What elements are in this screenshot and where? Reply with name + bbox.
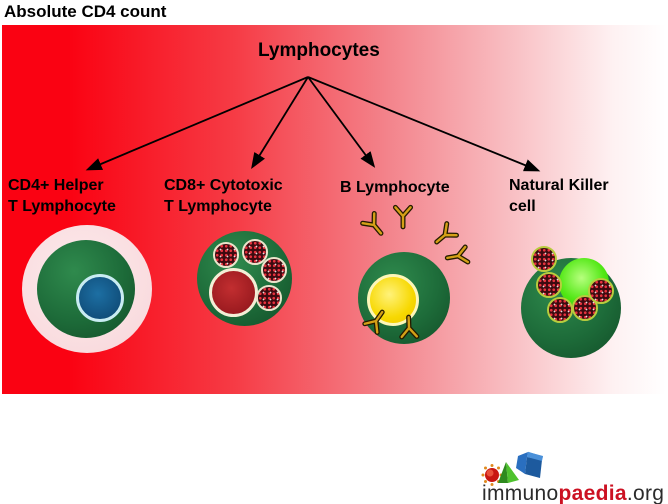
nk-granule bbox=[588, 278, 614, 304]
label-cd4-helper-t-lymphocyte: CD4+ Helper T Lymphocyte bbox=[8, 177, 116, 215]
virus-icon bbox=[481, 464, 503, 486]
label-cd8-cytotoxic-t-lymphocyte: CD8+ Cytotoxic T Lymphocyte bbox=[164, 177, 283, 215]
nk-granule bbox=[572, 295, 598, 321]
branch-arrows bbox=[85, 76, 541, 172]
arrow-to-cd8 bbox=[251, 76, 309, 170]
cd8-granule bbox=[256, 285, 282, 311]
cd8-granule bbox=[242, 239, 268, 265]
nk-granule bbox=[531, 246, 557, 272]
cube-icon bbox=[516, 451, 543, 478]
arrow-to-cd4 bbox=[85, 76, 309, 171]
cd8-granule bbox=[261, 257, 287, 283]
page-title: Absolute CD4 count bbox=[4, 2, 167, 21]
logo-icon bbox=[481, 451, 543, 486]
logo-text-immuno: immuno bbox=[482, 482, 559, 504]
cd8-cell-nucleus bbox=[209, 268, 258, 317]
diagram-panel: Lymphocytes CD4+ Helper T Lymphocyte CD8… bbox=[2, 25, 666, 394]
label-natural-killer-cell: Natural Killer cell bbox=[509, 177, 609, 215]
antibody-receptor-icon bbox=[398, 315, 421, 342]
logo-wordmark: immunopaedia.org bbox=[482, 482, 664, 504]
logo: immunopaedia.org bbox=[476, 446, 668, 504]
pyramid-icon bbox=[498, 462, 519, 483]
cd4-cell-nucleus bbox=[76, 274, 124, 322]
nk-granule bbox=[547, 297, 573, 323]
label-b-lymphocyte: B Lymphocyte bbox=[340, 179, 450, 196]
cd8-granule bbox=[213, 242, 239, 268]
arrow-to-b bbox=[307, 76, 376, 168]
nk-granule bbox=[536, 272, 562, 298]
root-node-label: Lymphocytes bbox=[258, 40, 380, 61]
logo-text-paedia: paedia bbox=[558, 482, 627, 504]
arrow-to-nk bbox=[307, 76, 541, 172]
antibody-receptor-icon bbox=[443, 243, 472, 269]
antibody-receptor-icon bbox=[392, 203, 414, 229]
logo-text-org: .org bbox=[626, 482, 665, 504]
